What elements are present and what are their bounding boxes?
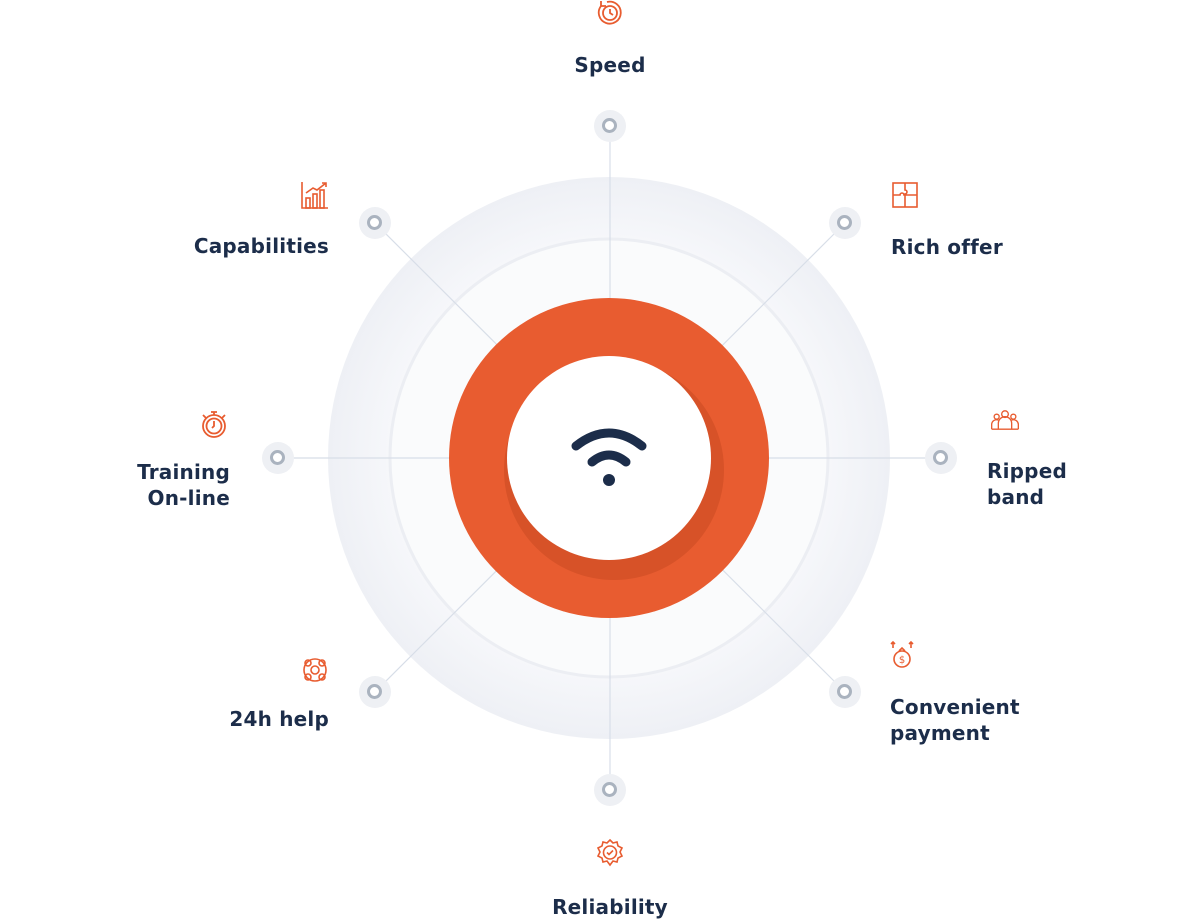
wifi-icon <box>571 428 647 467</box>
node-reliability[interactable] <box>594 774 626 806</box>
label-capabilities: Capabilities <box>193 234 329 258</box>
label-reliability: Reliability <box>552 895 668 919</box>
puzzle-icon <box>892 182 918 208</box>
label-convenient-payment: Convenient payment <box>890 695 1020 745</box>
label-speed: Speed <box>574 53 646 77</box>
label-24h-help: 24h help <box>229 707 329 731</box>
node-training-online[interactable] <box>262 442 294 474</box>
label-training-online: Training On-line <box>137 460 230 510</box>
wifi-dot <box>603 474 615 486</box>
node-ripped-band[interactable] <box>925 442 957 474</box>
lifebuoy-icon <box>303 658 327 682</box>
node-speed[interactable] <box>594 110 626 142</box>
badge-check-icon <box>596 838 624 867</box>
node-convenient-payment[interactable] <box>829 676 861 708</box>
bar-chart-growth-icon <box>301 182 328 209</box>
node-rich-offer[interactable] <box>829 207 861 239</box>
label-ripped-band: Ripped band <box>987 459 1067 509</box>
money-bag-icon: $ <box>890 640 914 668</box>
group-icon <box>991 410 1019 430</box>
node-24h-help[interactable] <box>359 676 391 708</box>
stopwatch-refresh-icon <box>597 0 622 25</box>
timer-icon <box>202 411 226 438</box>
node-capabilities[interactable] <box>359 207 391 239</box>
svg-text:$: $ <box>899 655 905 666</box>
label-rich-offer: Rich offer <box>891 235 1003 259</box>
